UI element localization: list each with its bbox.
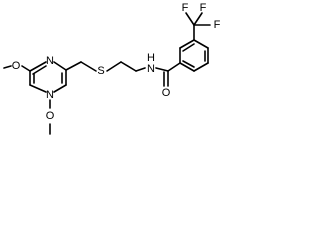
nitrogen-atom: N — [46, 89, 54, 101]
bond — [65, 61, 82, 71]
nitrogen-atom: N — [46, 55, 54, 67]
atom-labels: O N N O S N H O F F F — [12, 2, 221, 122]
bond — [53, 61, 67, 71]
bond — [182, 60, 195, 68]
bond — [53, 84, 67, 93]
nitrogen-atom: N — [147, 63, 155, 75]
bond — [80, 61, 97, 72]
fluorine-atom: F — [182, 2, 189, 14]
bond — [179, 62, 195, 72]
oxygen-atom: O — [162, 87, 171, 99]
bond — [32, 65, 47, 75]
bond — [29, 84, 47, 93]
bond — [106, 61, 122, 72]
sulfur-atom: S — [97, 65, 104, 77]
bond — [155, 67, 169, 72]
bond — [29, 61, 47, 72]
bond — [21, 65, 31, 72]
bond — [193, 39, 209, 49]
bond — [182, 43, 195, 52]
bond — [179, 39, 195, 49]
bond — [193, 62, 209, 72]
bond — [193, 12, 203, 26]
fluorine-atom: F — [200, 2, 207, 14]
oxygen-atom: O — [46, 110, 55, 122]
bond — [135, 67, 146, 72]
bond — [120, 61, 137, 72]
chemical-structure: O N N O S N H O F F F — [3, 2, 221, 135]
bond — [3, 65, 12, 69]
bond — [167, 62, 181, 72]
fluorine-atom: F — [214, 19, 221, 31]
oxygen-atom: O — [12, 60, 21, 72]
bond — [185, 12, 195, 26]
bonds — [3, 12, 211, 135]
hydrogen-atom: H — [147, 52, 155, 64]
